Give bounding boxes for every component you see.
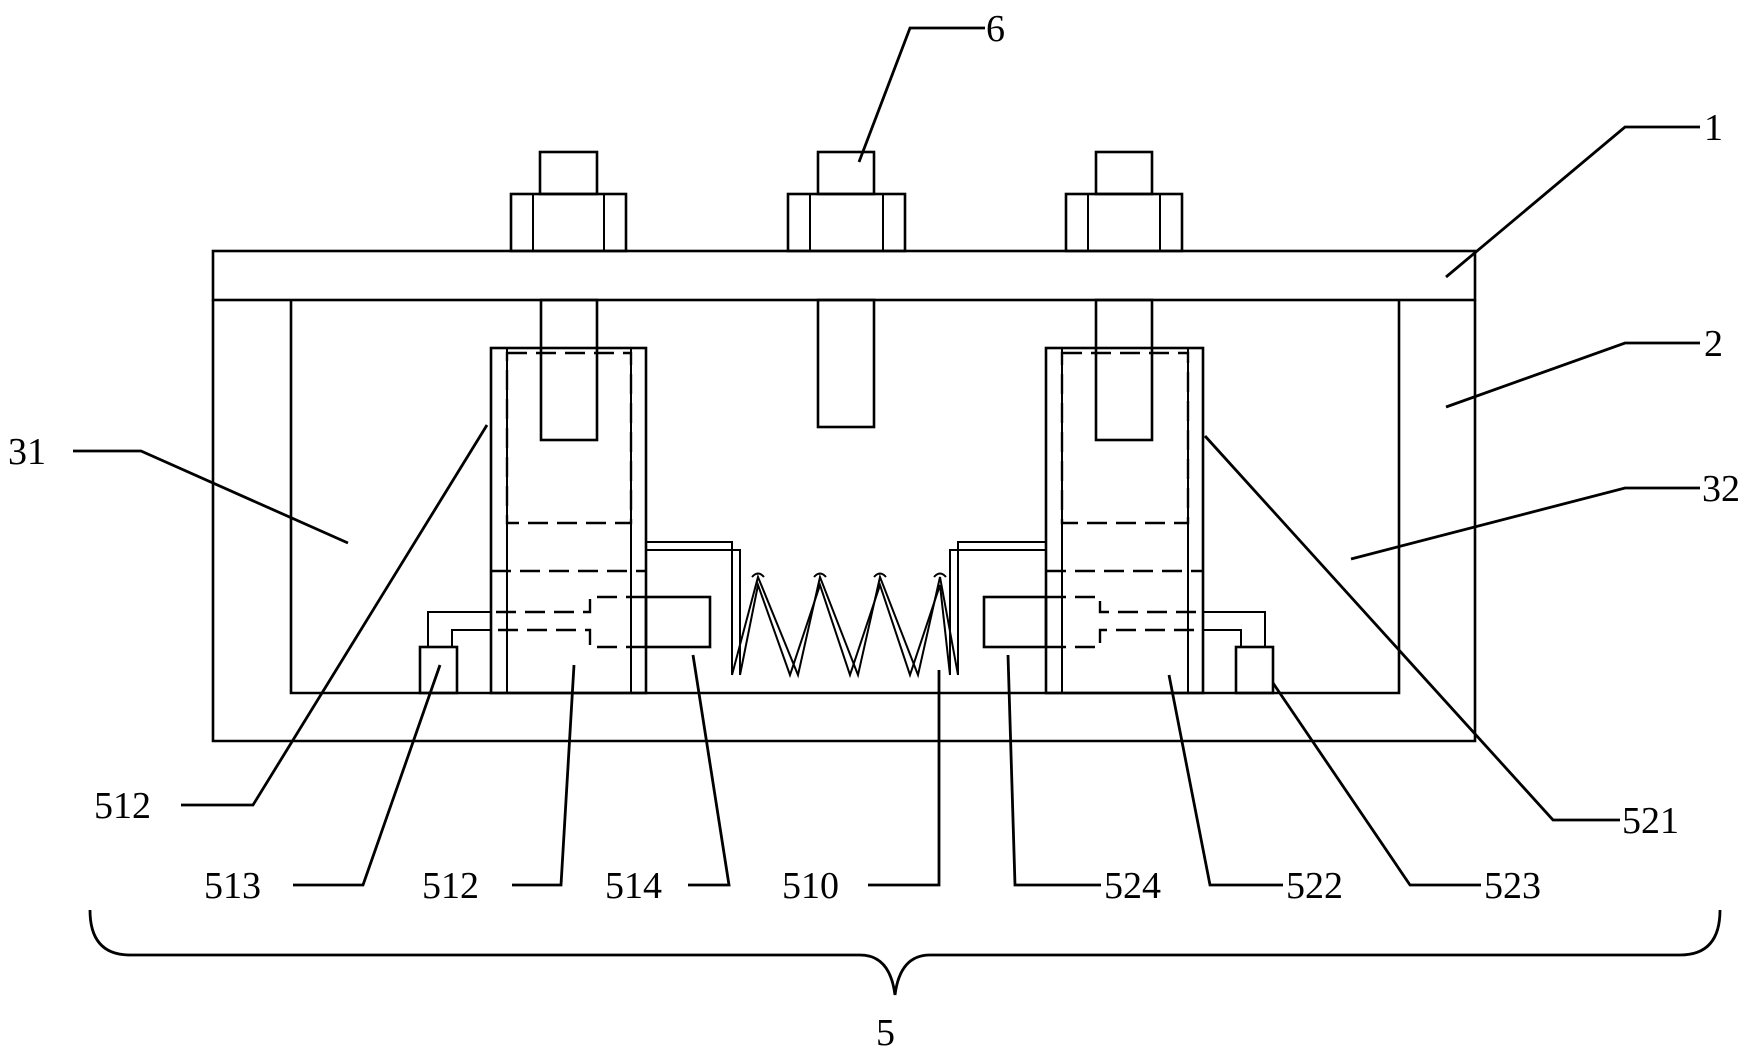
bolt-right [1064, 150, 1184, 442]
part-1-top-plate [211, 249, 1477, 302]
label-512-upper: 512 [94, 785, 151, 827]
leader-524 [1006, 654, 1101, 887]
bolt-left [509, 150, 628, 442]
leader-32 [1350, 486, 1700, 561]
leader-1 [1445, 125, 1700, 279]
spring-510 [731, 572, 959, 679]
leader-522 [1167, 674, 1283, 887]
label-514: 514 [605, 865, 662, 907]
right-contact-assembly [982, 595, 1275, 695]
bolt-center [786, 150, 907, 429]
label-6: 6 [986, 8, 1005, 50]
left-contact-assembly [418, 595, 712, 695]
label-5: 5 [876, 1012, 895, 1054]
spring-wires [646, 541, 1046, 675]
label-522: 522 [1286, 865, 1343, 907]
leader-2 [1445, 341, 1700, 409]
leader-510 [868, 670, 941, 887]
label-1: 1 [1704, 107, 1723, 149]
label-521: 521 [1622, 800, 1679, 842]
leader-514 [688, 654, 731, 887]
leader-521 [1203, 435, 1620, 822]
leader-31 [73, 449, 349, 545]
inner-cavity [289, 300, 1401, 695]
leader-513 [293, 664, 442, 887]
label-31: 31 [8, 431, 46, 473]
brace-5 [88, 909, 1722, 996]
label-510: 510 [782, 865, 839, 907]
label-524: 524 [1104, 865, 1161, 907]
label-32: 32 [1702, 468, 1740, 510]
label-513: 513 [204, 865, 261, 907]
leader-523 [1271, 682, 1481, 887]
label-512-lower: 512 [422, 865, 479, 907]
part-2-housing [211, 300, 1477, 743]
left-slider-block [489, 346, 648, 695]
leader-6 [857, 26, 985, 163]
leader-512-lower [512, 664, 576, 887]
label-523: 523 [1484, 865, 1541, 907]
label-2: 2 [1704, 323, 1723, 365]
leader-512-upper [181, 424, 489, 807]
right-slider-block [1044, 346, 1205, 695]
